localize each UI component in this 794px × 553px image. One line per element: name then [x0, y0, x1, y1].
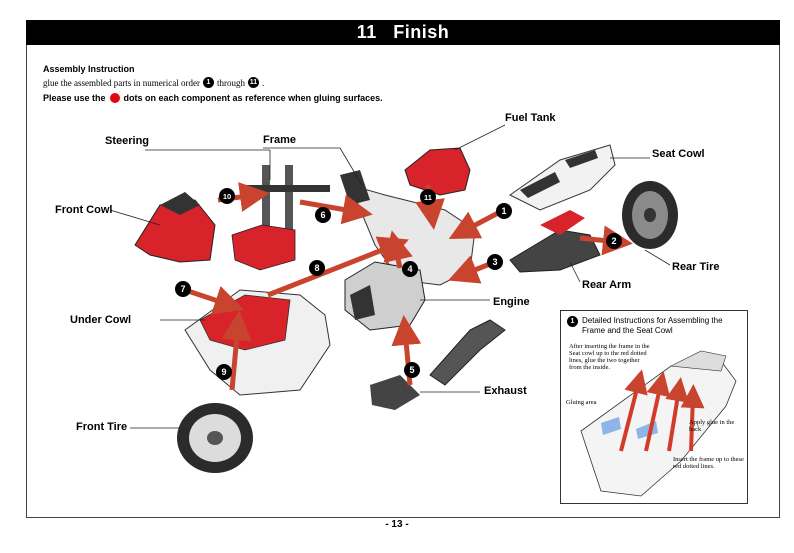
inset-title: 1 Detailed Instructions for Assembling t…	[567, 316, 723, 336]
label-exhaust: Exhaust	[484, 385, 527, 397]
under-cowl-drawing	[184, 289, 331, 396]
instructions-heading: Assembly Instruction	[43, 64, 135, 74]
inset-insert-frame: Insert the frame up to these red dotted …	[673, 456, 744, 470]
inset-title-line-1: Detailed Instructions for Assembling the	[582, 316, 723, 325]
step-badge-11: 11	[424, 193, 432, 202]
page-title: Finish	[393, 22, 450, 42]
instructions-line-2-before: Please use the	[43, 93, 106, 103]
step-badge-1: 1	[501, 206, 506, 216]
step-badge-3: 3	[492, 257, 497, 267]
step-badge-10: 10	[223, 192, 231, 201]
instructions-line-1-end: .	[261, 77, 265, 88]
engine-drawing	[344, 261, 426, 331]
instructions-line-1-text: glue the assembled parts in numerical or…	[43, 77, 200, 88]
label-front-tire: Front Tire	[76, 421, 128, 433]
step-badge-numbers: 1 2 3 4 5 6 7 8 9 10 11	[180, 192, 616, 377]
rear-arm-drawing	[509, 210, 601, 273]
step-badge-end: 11	[247, 77, 259, 88]
label-rear-arm: Rear Arm	[582, 279, 632, 291]
instructions-line-1-mid: through	[216, 77, 245, 88]
step-badge-9: 9	[221, 367, 226, 377]
inset-note: After inserting the frame in the Seat co…	[569, 343, 650, 371]
step-badge-start: 1	[202, 77, 214, 88]
instructions-line-1: glue the assembled parts in numerical or…	[43, 77, 264, 88]
step-number: 11	[356, 22, 377, 42]
inset-title-line-2: Frame and the Seat Cowl	[582, 326, 673, 335]
label-under-cowl: Under Cowl	[70, 314, 132, 326]
label-frame: Frame	[263, 134, 297, 146]
label-leader-lines	[109, 124, 671, 429]
page-number: - 13 -	[385, 519, 409, 530]
instructions-line-2: Please use the dots on each component as…	[43, 93, 383, 103]
red-dot-icon	[109, 93, 120, 103]
page-title-bar: 11 Finish	[26, 20, 780, 45]
inset-step-badge: 1	[567, 316, 578, 327]
instructions-line-2-after: dots on each component as reference when…	[123, 93, 383, 103]
step-badge-8: 8	[314, 263, 319, 273]
label-steering: Steering	[105, 135, 150, 147]
inset-diagram	[580, 350, 737, 497]
label-fuel-tank: Fuel Tank	[505, 112, 556, 124]
front-tire-drawing	[177, 403, 253, 473]
rear-tire-drawing	[622, 181, 678, 249]
label-engine: Engine	[493, 296, 530, 308]
fuel-tank-drawing	[404, 147, 471, 196]
label-seat-cowl: Seat Cowl	[652, 148, 705, 160]
front-cowl-drawing	[134, 192, 216, 263]
detail-inset: 1 Detailed Instructions for Assembling t…	[560, 310, 748, 504]
step-badge-6: 6	[320, 210, 325, 220]
step-badge-4: 4	[407, 264, 412, 274]
steering-drawing	[231, 165, 330, 271]
step-badge-2: 2	[611, 236, 616, 246]
seat-cowl-drawing	[509, 144, 616, 211]
label-rear-tire: Rear Tire	[672, 261, 720, 273]
step-badges	[175, 188, 622, 380]
inset-apply-glue: Apply glue in the back	[689, 419, 735, 433]
step-badge-5: 5	[409, 365, 414, 375]
label-front-cowl: Front Cowl	[55, 204, 113, 216]
step-badge-7: 7	[180, 284, 185, 294]
inset-gluing-area: Gluing area	[566, 399, 597, 406]
